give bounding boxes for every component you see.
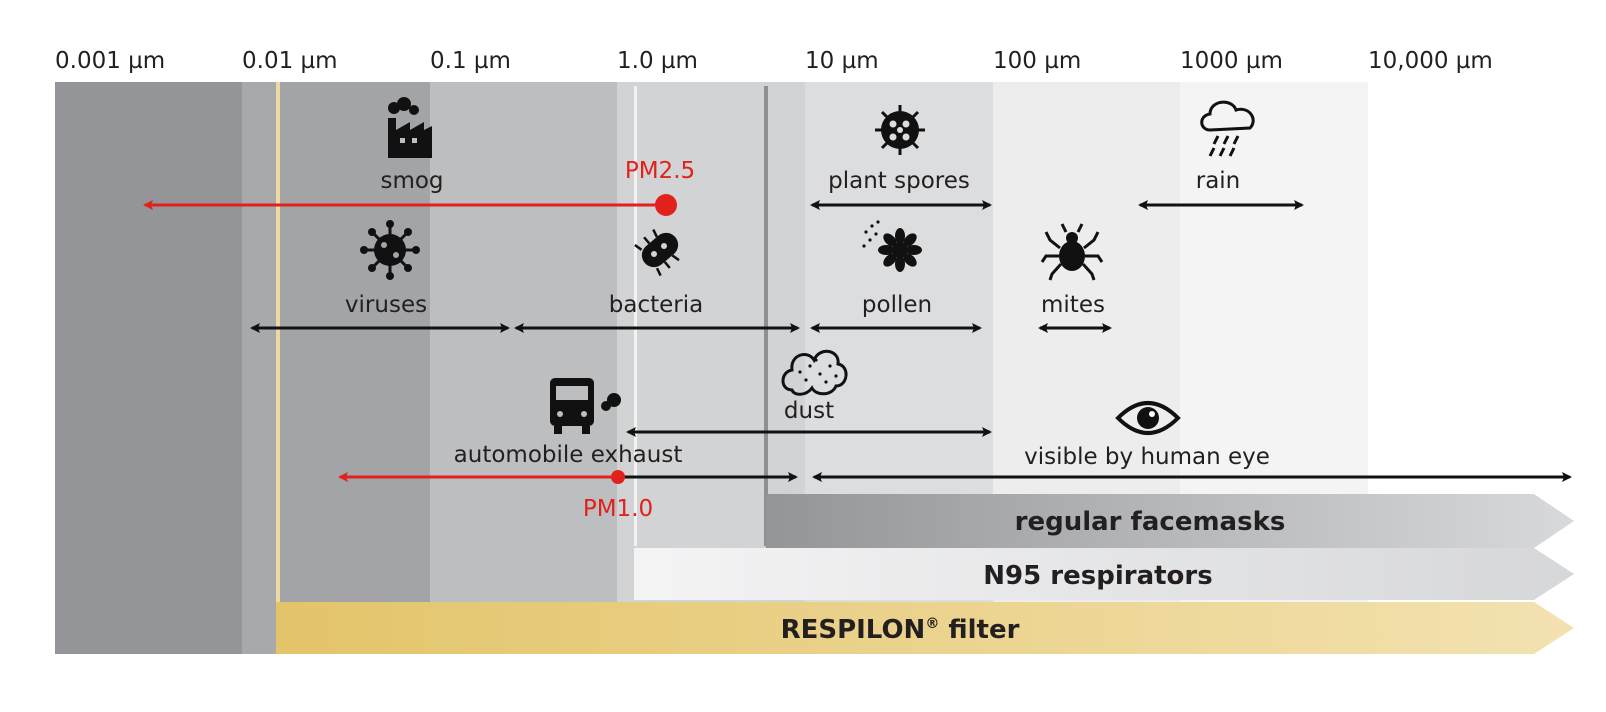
band-01 <box>430 82 617 654</box>
tick-label: 0.001 µm <box>55 48 165 74</box>
facemask-band <box>766 494 1574 548</box>
respilon-suffix: filter <box>939 615 1019 645</box>
band-001-inner <box>278 82 430 654</box>
filter-bands: regular facemasks N95 respirators RESPIL… <box>276 494 1574 654</box>
particle-label-automobile-exhaust: automobile exhaust <box>454 442 683 468</box>
pm25-label: PM2.5 <box>625 158 695 184</box>
particle-label-smog: smog <box>380 168 443 194</box>
virus-icon <box>360 220 420 280</box>
respilon-boundary-line <box>276 82 280 654</box>
particle-label-bacteria: bacteria <box>609 292 703 318</box>
scale-axis: 0.001 µm 0.01 µm 0.1 µm 1.0 µm 10 µm 100… <box>55 48 1493 74</box>
tick-label: 0.1 µm <box>430 48 511 74</box>
bacteria-icon <box>634 228 680 277</box>
factory-icon <box>388 97 432 158</box>
mite-icon <box>1040 223 1104 281</box>
particle-label-rain: rain <box>1196 168 1241 194</box>
respilon-registered-mark: ® <box>925 616 939 632</box>
tick-label: 10,000 µm <box>1368 48 1493 74</box>
pm10-label: PM1.0 <box>583 496 653 522</box>
respilon-label: RESPILON® filter <box>781 615 1020 645</box>
facemask-boundary-line <box>764 86 768 546</box>
respilon-name: RESPILON <box>781 615 926 645</box>
tick-label: 1.0 µm <box>617 48 698 74</box>
particle-label-pollen: pollen <box>862 292 932 318</box>
n95-band <box>634 548 1574 600</box>
particle-label-mites: mites <box>1041 292 1105 318</box>
particle-label-dust: dust <box>784 398 834 424</box>
eye-icon <box>1115 401 1181 435</box>
tick-label: 0.01 µm <box>242 48 338 74</box>
tick-label: 10 µm <box>805 48 879 74</box>
rain-cloud-icon <box>1200 100 1255 157</box>
pm10-marker-dot <box>611 470 625 484</box>
band-0001 <box>55 82 242 654</box>
pollen-flower-icon <box>862 220 922 272</box>
truck-exhaust-icon <box>550 378 621 434</box>
respilon-band <box>276 602 1574 654</box>
n95-label: N95 respirators <box>983 561 1212 591</box>
spore-icon <box>875 105 925 155</box>
tick-label: 1000 µm <box>1180 48 1283 74</box>
facemask-label: regular facemasks <box>1015 507 1286 537</box>
tick-label: 100 µm <box>993 48 1081 74</box>
n95-boundary-line <box>634 86 637 546</box>
particle-label-viruses: viruses <box>345 292 427 318</box>
dust-cloud-icon <box>781 349 848 396</box>
pm25-marker-dot <box>655 194 677 216</box>
particle-label-visible-by-human-eye: visible by human eye <box>1024 444 1270 470</box>
particle-label-plant-spores: plant spores <box>828 168 970 194</box>
